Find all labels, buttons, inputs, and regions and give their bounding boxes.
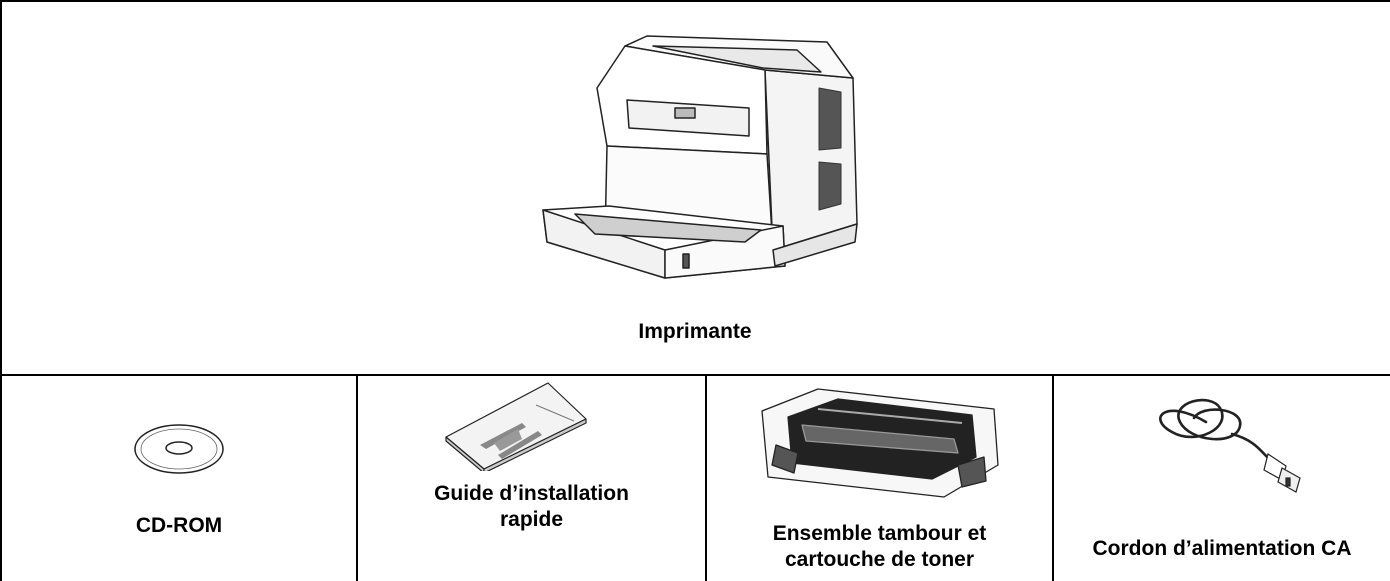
drum-toner-assembly-label: Ensemble tambour et cartouche de toner	[707, 521, 1052, 573]
table-border-left	[0, 0, 2, 581]
table-col-divider-3	[1052, 374, 1054, 581]
table-border-top	[0, 0, 1390, 2]
drum-toner-assembly-label-line-1: Ensemble tambour et	[772, 522, 987, 545]
quick-setup-guide-label-line-2: rapide	[499, 508, 564, 531]
quick-setup-guide-label: Guide d’installation rapide	[358, 481, 705, 533]
ac-power-cord-image	[1159, 398, 1301, 493]
quick-setup-guide-label-line-1: Guide d’installation	[434, 482, 629, 505]
table-col-divider-2	[705, 374, 707, 581]
cd-rom-label: CD-ROM	[135, 514, 223, 537]
printer-label: Imprimante	[638, 320, 752, 343]
cd-rom-image	[134, 424, 224, 474]
quick-setup-guide-image	[445, 382, 587, 471]
table-col-divider-1	[356, 374, 358, 581]
ac-power-cord-label: Cordon d’alimentation CA	[1092, 537, 1352, 560]
drum-toner-assembly-label-line-2: cartouche de toner	[784, 548, 975, 571]
printer-image	[542, 35, 858, 279]
table-row-divider	[0, 374, 1390, 376]
drum-toner-assembly-image	[761, 388, 999, 498]
